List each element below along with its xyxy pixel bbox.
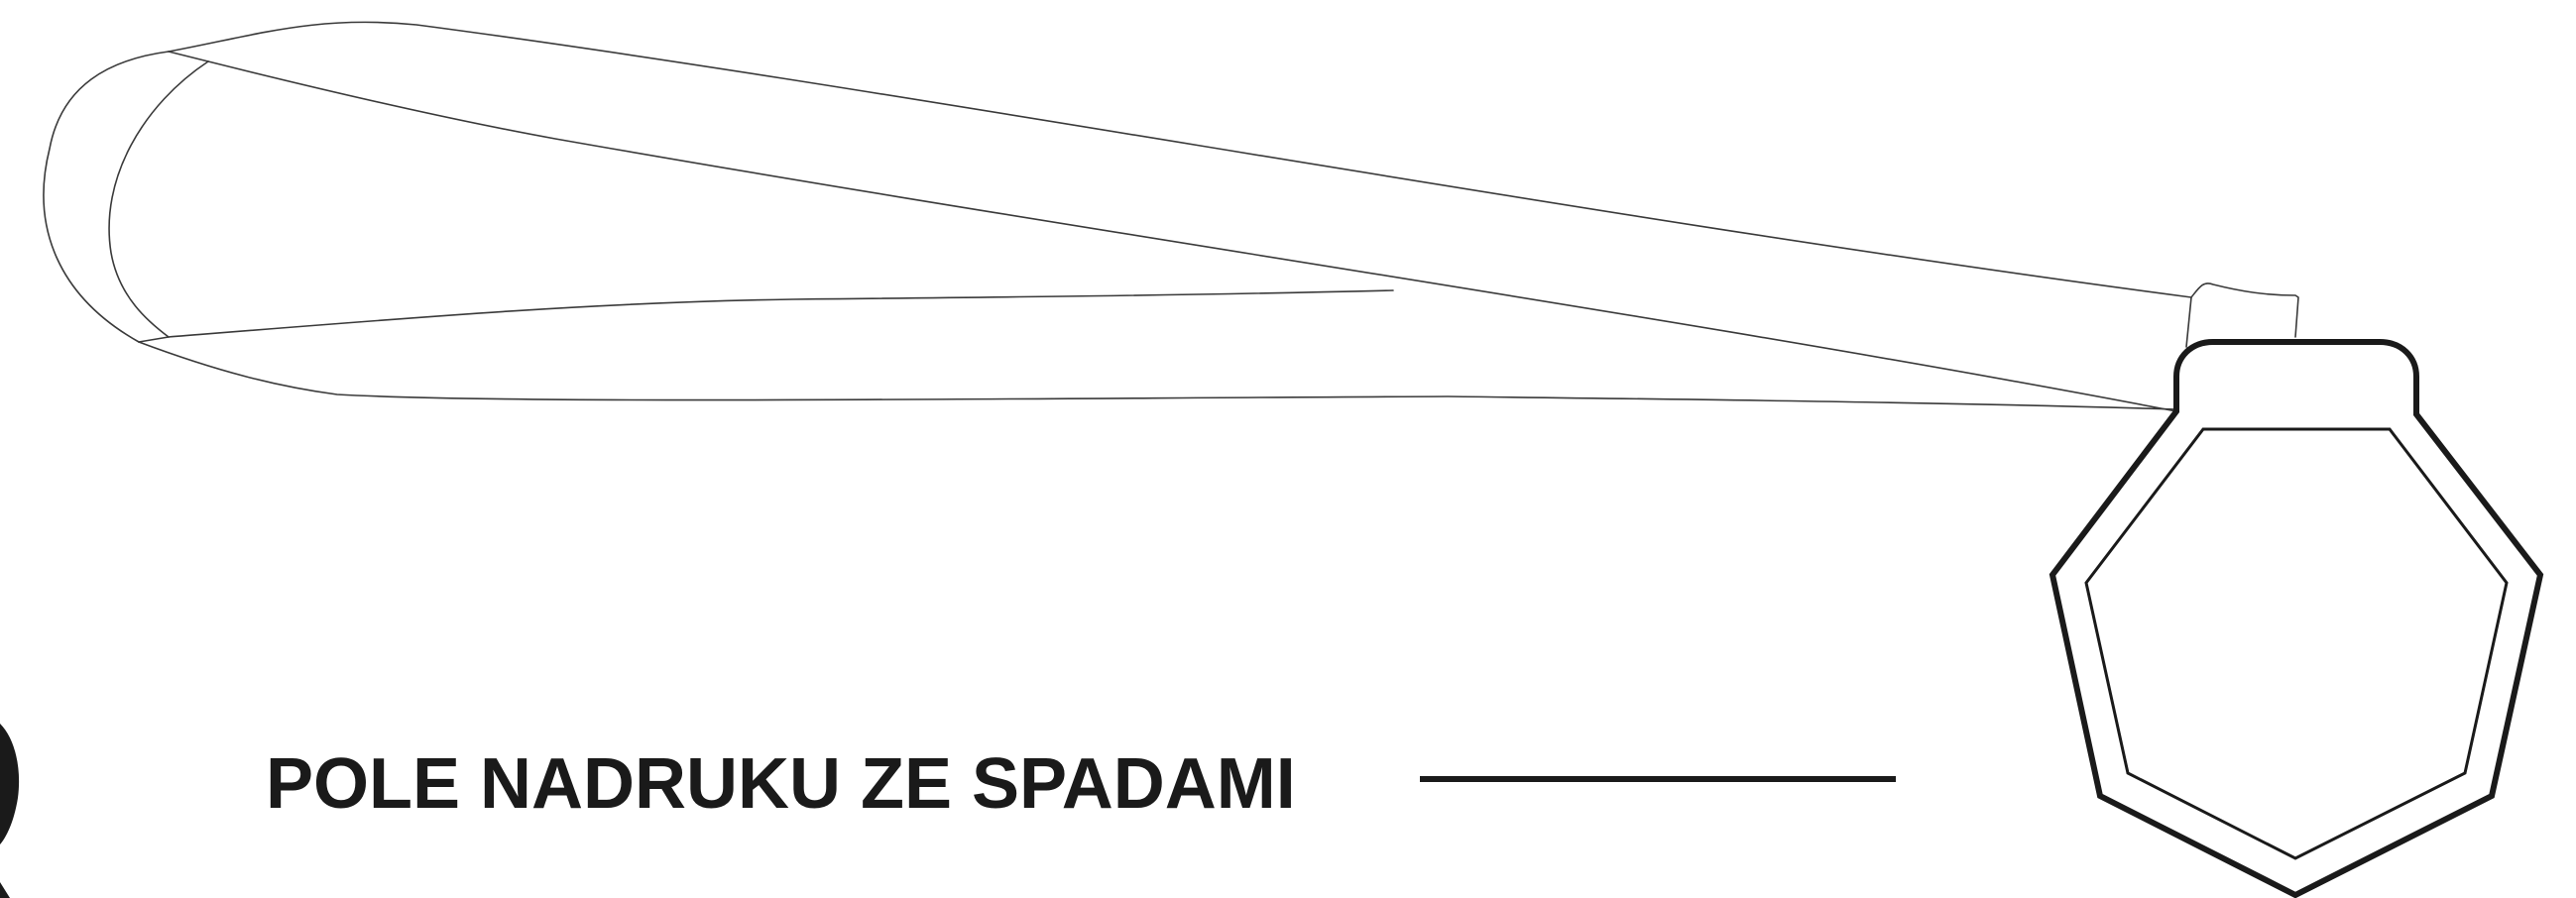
medal-outer-outline bbox=[2049, 339, 2544, 898]
strap-bottom-edge bbox=[138, 341, 2177, 410]
medal-inner-outline bbox=[2084, 427, 2509, 860]
strap-tip bbox=[2190, 282, 2299, 338]
edge-dark-tick bbox=[0, 882, 10, 898]
strap-inner-bottom-edge bbox=[168, 289, 1394, 338]
strap-tip-side bbox=[2185, 296, 2192, 348]
strap-loop-outer-curve bbox=[43, 51, 170, 343]
lanyard-strap bbox=[43, 21, 2299, 412]
print-area-label: POLE NADRUKU ZE SPADAMI bbox=[266, 744, 1296, 824]
strap-loop-top-join bbox=[168, 51, 209, 62]
strap-loop-inner-curve bbox=[108, 60, 209, 338]
edge-dark-shape bbox=[0, 724, 20, 844]
medal bbox=[2049, 339, 2544, 898]
strap-loop-bottom-join bbox=[138, 336, 170, 343]
strap-inner-top-edge bbox=[207, 60, 2177, 412]
strap-top-edge bbox=[168, 21, 2192, 298]
